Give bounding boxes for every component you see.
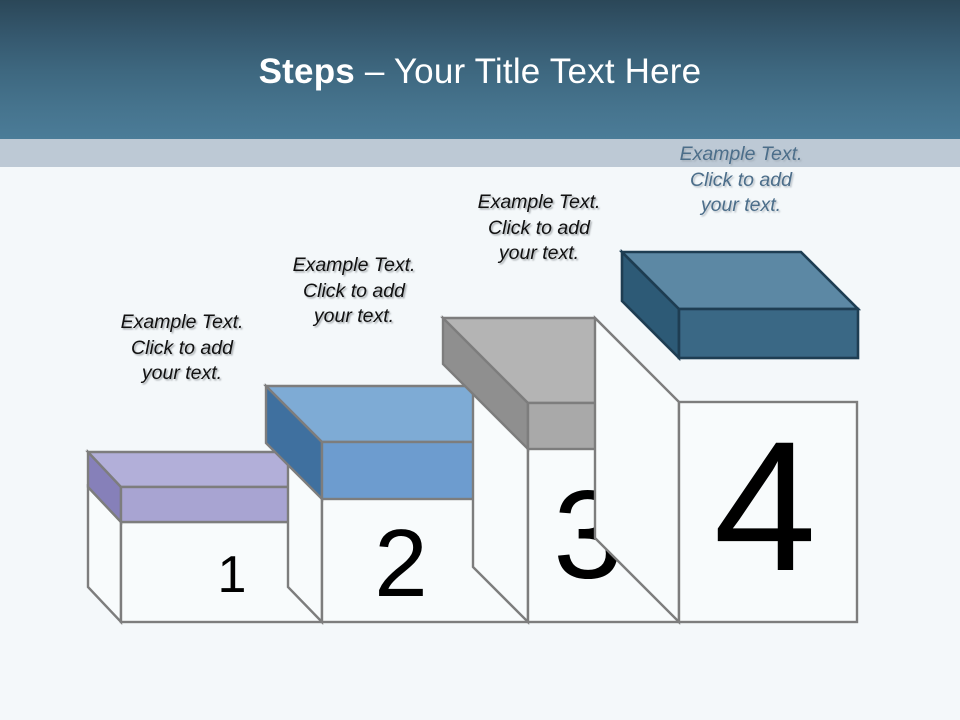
step-3-callout-text[interactable]: Example Text. Click to add your text.: [477, 191, 601, 264]
step-4-riser-front: [677, 400, 859, 624]
step-1-number: 1: [218, 546, 247, 604]
page-title: Steps – Your Title Text Here: [0, 52, 960, 92]
step-4-number: 4: [714, 404, 817, 610]
slide-header-banner: [0, 0, 960, 139]
step-2-callout-text[interactable]: Example Text. Click to add your text.: [292, 254, 416, 327]
step-2-number: 2: [374, 510, 427, 617]
step-4-slab-front: [677, 307, 860, 360]
step-1-callout-text[interactable]: Example Text. Click to add your text.: [120, 311, 244, 384]
step-4-callout-text[interactable]: Example Text. Click to add your text.: [679, 143, 803, 216]
header-accent-band: [0, 139, 960, 167]
page-title-bold: Steps: [258, 52, 355, 91]
step-4-group[interactable]: 4: [593, 248, 862, 625]
page-title-rest: – Your Title Text Here: [354, 52, 702, 91]
